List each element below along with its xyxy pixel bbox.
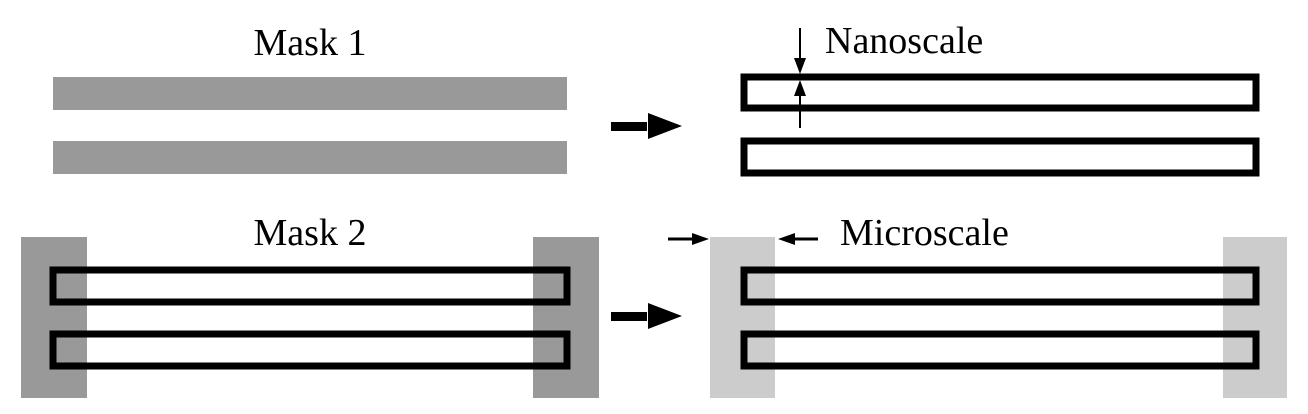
nanoscale-line-top: [740, 73, 1260, 112]
mask1-panel: Mask 1: [53, 22, 567, 174]
mask2-pad-right: [533, 237, 599, 398]
mask1-label: Mask 1: [254, 22, 367, 64]
microscale-dimension-arrows-icon: [668, 233, 818, 245]
microscale-line-top: [740, 266, 1260, 306]
mask2-line-bottom-outline: [49, 330, 571, 370]
mask2-label: Mask 2: [254, 212, 367, 254]
mask1-line-top: [53, 77, 567, 110]
microscale-result-panel: Microscale: [668, 212, 1287, 398]
microscale-pad-right: [1223, 237, 1287, 398]
mask2-pad-left: [21, 237, 87, 398]
mask2-panel: Mask 2: [21, 212, 599, 398]
microscale-pad-left: [710, 237, 775, 398]
nanoscale-dimension-arrows-icon: [794, 28, 806, 128]
nanoscale-result-panel: Nanoscale: [740, 20, 1260, 177]
nanoscale-line-bottom: [740, 137, 1260, 177]
microscale-line-bottom: [740, 330, 1260, 370]
microscale-label: Microscale: [840, 212, 1009, 254]
process-arrow-1-icon: [611, 113, 682, 139]
process-arrow-2-icon: [611, 303, 682, 329]
mask2-line-top-outline: [49, 266, 571, 306]
nanoscale-label: Nanoscale: [825, 20, 983, 62]
mask1-line-bottom: [53, 141, 567, 174]
